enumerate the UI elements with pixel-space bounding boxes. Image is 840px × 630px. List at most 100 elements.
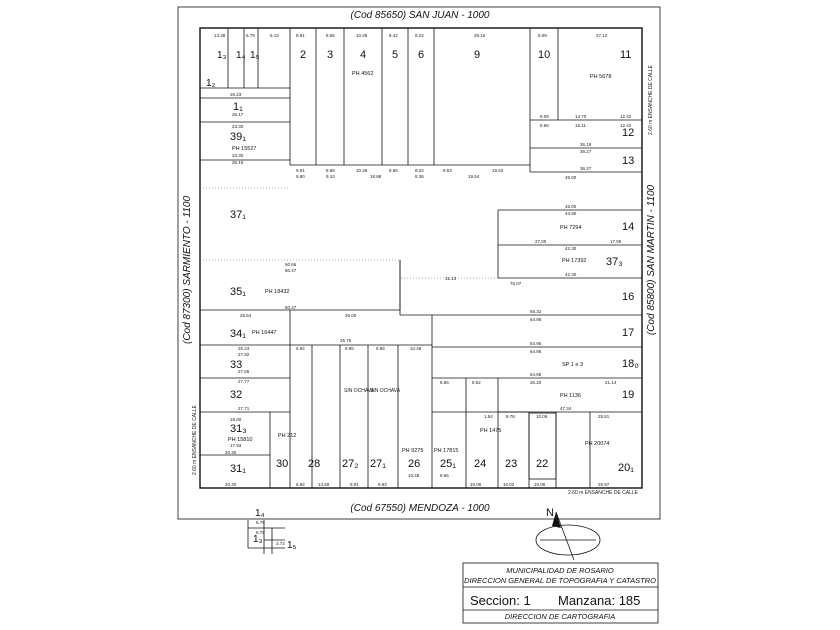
dim-a-4: 23.30 [232, 153, 244, 158]
dim-m2-4: 8.36 [415, 174, 424, 179]
note-ensanche-se: 2.60 m ENSANCHE DE CALLE [568, 490, 639, 496]
dim-l-12: 18.00 [230, 417, 242, 422]
dim-r-10: 45.00 [565, 175, 577, 180]
dim-c-4: 10.48 [410, 346, 422, 351]
dim-r-3: 12.42 [620, 114, 632, 119]
dim-r-6: 12.42 [620, 123, 632, 128]
lot-17: 17 [622, 327, 634, 339]
dim-r-2: 14.70 [575, 114, 587, 119]
dim-l-13: 17.93 [230, 443, 242, 448]
dim-c-8: 10.06 [536, 414, 548, 419]
lot-39-1: 39₁ [230, 131, 246, 143]
dim-l-10: 27.77 [238, 379, 250, 384]
ph-16447: PH 16447 [252, 330, 276, 336]
dim-n-10: 9.09 [538, 33, 547, 38]
lot-16: 16 [622, 291, 634, 303]
dim-l-14: 20.40 [225, 450, 237, 455]
dim-r-7: 36.19 [580, 142, 592, 147]
inset-dim-2: 6.79 [256, 530, 265, 535]
lot-22: 22 [536, 458, 548, 470]
dim-m2-5: 19.54 [468, 174, 480, 179]
lot-3: 3 [327, 49, 333, 61]
dim-m-3: 10.28 [356, 168, 368, 173]
bottom-lots [290, 344, 557, 488]
dim-r-25: 21.14 [605, 380, 617, 385]
dim-c-1: 6.82 [296, 346, 305, 351]
lot-19: 19 [622, 389, 634, 401]
note-sin-ochava-1: SIN OCHAVA [344, 388, 375, 394]
title-seccion: Seccion: 1 [470, 593, 531, 608]
dim-m-2: 8.66 [326, 168, 335, 173]
street-south-label: (Cod 67550) MENDOZA - 1000 [350, 503, 490, 514]
dim-n-3: 6.13 [270, 33, 279, 38]
dim-l-2: 60.47 [285, 268, 297, 273]
dim-r-23: 64.95 [530, 372, 542, 377]
dim-b-2: 13.69 [318, 482, 330, 487]
lot-35-1: 35₁ [230, 286, 246, 298]
dim-m2-3: 18.88 [370, 174, 382, 179]
dim-r-15: 42.30 [565, 246, 577, 251]
dim-m-5: 8.22 [415, 168, 424, 173]
dim-l-15: 20.40 [225, 482, 237, 487]
dim-r-4: 8.66 [540, 123, 549, 128]
lot-25-1: 25₁ [440, 458, 456, 470]
lot-4: 4 [360, 49, 366, 61]
dim-r-14: 17.90 [610, 239, 622, 244]
note-ensanche-sw: 2.60 m ENSANCHE DE CALLE [192, 404, 198, 475]
dim-r-5: 15.11 [575, 123, 586, 128]
dim-r-20: 64.95 [530, 317, 542, 322]
dim-l-8: 27.82 [238, 352, 250, 357]
ph-212: PH 212 [278, 433, 296, 439]
ph-15810: PH 15810 [228, 437, 252, 443]
dim-m-6: 9.53 [443, 168, 452, 173]
left-lots [200, 187, 401, 488]
street-east-label: (Cod 85800) SAN MARTIN - 1100 [646, 184, 657, 335]
inset-lot-1-4: 1₄ [255, 508, 265, 519]
note-sin-ochava-2: SIN OCHAVA [370, 388, 401, 394]
lot-33: 33 [230, 359, 242, 371]
dim-r-21: 64.95 [530, 341, 542, 346]
dim-r-22: 64.95 [530, 349, 542, 354]
top-dimensions: 13.38 6.79 6.13 9.91 8.66 10.28 8.42 8.2… [214, 33, 608, 179]
dim-b-4: 9.93 [378, 482, 387, 487]
ph-1475: PH 1475 [480, 428, 501, 434]
lot-28: 28 [308, 458, 320, 470]
lot-27-1: 27₁ [370, 458, 386, 470]
compass-rose: N [535, 507, 601, 561]
dim-n-9: 28.16 [474, 33, 486, 38]
lot-30: 30 [276, 458, 288, 470]
ph-17392: PH 17392 [562, 258, 586, 264]
lot-1-5: 1₅ [250, 50, 260, 61]
dim-n-2: 6.79 [246, 33, 255, 38]
block-outline [199, 27, 643, 489]
dim-r-19: 65.32 [530, 309, 542, 314]
ph-18432: PH 18432 [265, 289, 289, 295]
dim-r-12: 44.90 [565, 211, 577, 216]
lot-31-1: 31₁ [230, 463, 246, 475]
lot-20-1: 20₁ [618, 462, 634, 474]
lot-6: 6 [418, 49, 424, 61]
inset-lot-1-3: 1₃ [253, 534, 263, 545]
dim-c-2: 9.95 [345, 346, 354, 351]
map-frame [177, 6, 661, 520]
street-west-label: (Cod 87300) SARMIENTO - 1100 [182, 196, 193, 344]
left-dimensions: 60.66 60.47 60.47 25.54 26.00 26.75 25.2… [225, 262, 357, 487]
dim-n-8: 8.22 [415, 33, 424, 38]
dim-b-9: 10.06 [534, 482, 546, 487]
dim-b-3: 9.91 [350, 482, 359, 487]
title-block: MUNICIPALIDAD DE ROSARIO DIRECCION GENER… [462, 562, 659, 624]
lot-24: 24 [474, 458, 486, 470]
dim-a-3: 23.30 [232, 124, 244, 129]
dim-r-16: 42.30 [565, 272, 577, 277]
dim-r-1: 9.09 [540, 114, 549, 119]
dim-m-1: 9.91 [296, 168, 305, 173]
dim-n-5: 8.66 [326, 33, 335, 38]
dim-c-6: 8.52 [472, 380, 481, 385]
dim-a-5: 26.10 [232, 160, 244, 165]
dim-l-6: 26.75 [340, 338, 352, 343]
title-municipality: MUNICIPALIDAD DE ROSARIO [506, 566, 614, 575]
dim-b-1: 6.82 [296, 482, 305, 487]
inset-lot-1-5: 1₅ [287, 540, 297, 551]
inset-dim-1: 6.79 [256, 520, 265, 525]
